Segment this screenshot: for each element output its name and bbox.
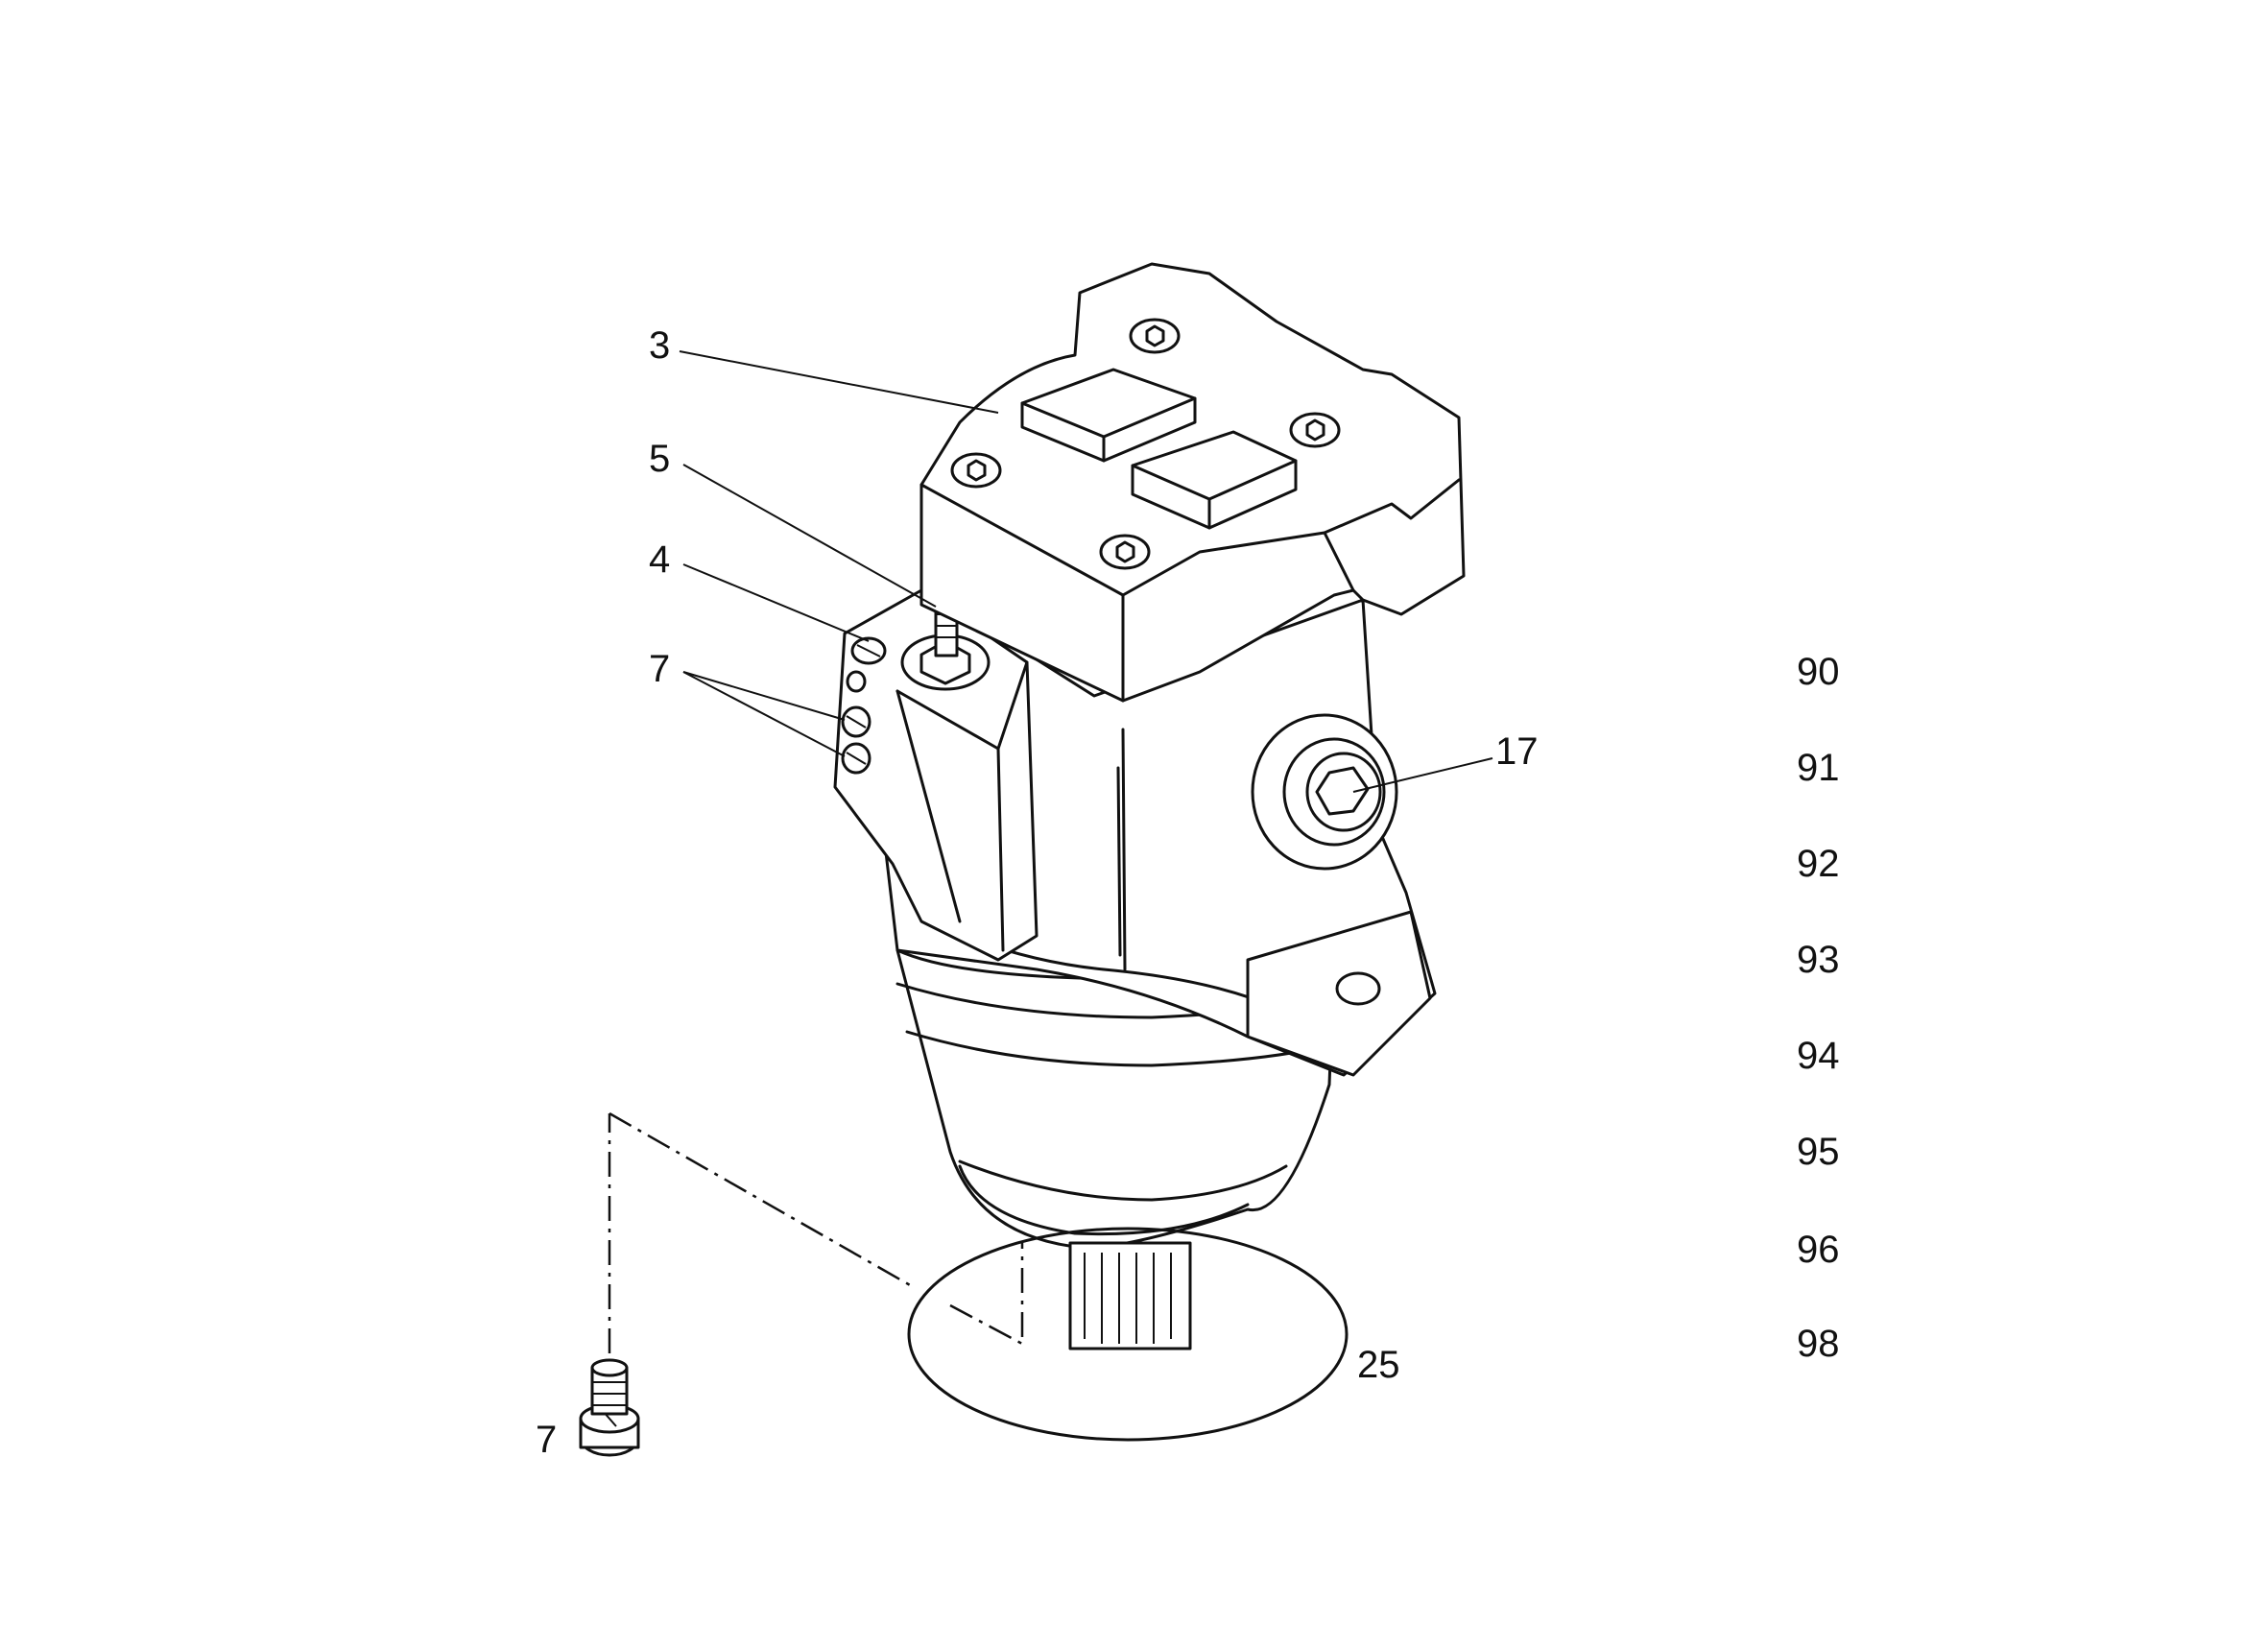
reference-number: 94 xyxy=(1797,1035,1840,1077)
callout-3: 3 xyxy=(649,324,671,367)
reference-number: 98 xyxy=(1797,1323,1840,1365)
port-plug-17 xyxy=(1251,713,1398,871)
callout-25: 25 xyxy=(1357,1344,1400,1386)
reference-number: 91 xyxy=(1797,747,1840,789)
o-ring-25 xyxy=(907,1227,1349,1442)
leader-lines xyxy=(679,350,1493,793)
callout-7-lower: 7 xyxy=(536,1419,558,1461)
assembly-path-line xyxy=(608,1111,1024,1353)
callout-5: 5 xyxy=(649,438,671,480)
callout-7-upper: 7 xyxy=(649,648,671,690)
loose-screw-7 xyxy=(579,1358,640,1457)
callout-4: 4 xyxy=(649,538,671,581)
reference-number: 96 xyxy=(1797,1229,1840,1271)
top-cover-3 xyxy=(919,262,1466,703)
splined-shaft xyxy=(1068,1241,1192,1350)
callout-17: 17 xyxy=(1495,730,1539,773)
reference-number: 93 xyxy=(1797,939,1840,981)
reference-number: 95 xyxy=(1797,1131,1840,1173)
reference-number: 90 xyxy=(1797,651,1840,693)
reference-number: 92 xyxy=(1797,843,1840,885)
